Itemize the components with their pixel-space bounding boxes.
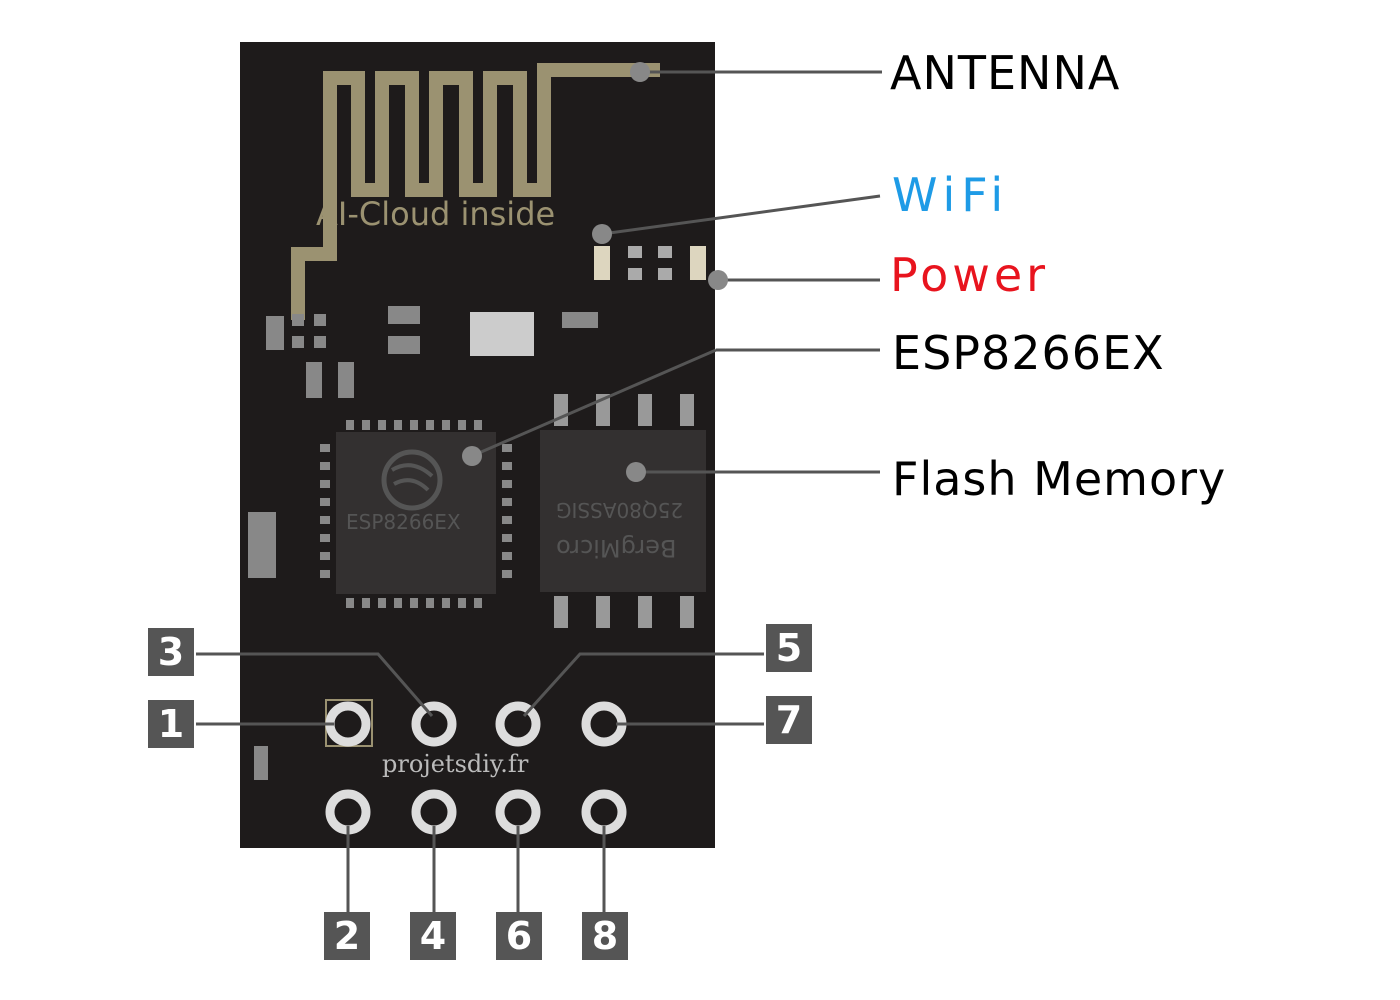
esp8266-chip [320,420,512,608]
flash-memory-label: Flash Memory [892,452,1227,506]
pin-hole-5 [495,701,541,747]
status-leds [594,246,706,280]
antenna-label: ANTENNA [890,46,1121,100]
pin-label-1: 1 [148,700,194,748]
pin-hole-6 [495,789,541,835]
chip-leader [471,348,717,458]
antenna-trace [291,63,660,318]
pin-label-6: 6 [496,912,542,960]
leader-dots [462,62,728,482]
pin-label-3: 3 [148,628,194,676]
flash-marking-1: BergMicro [556,534,677,562]
pin-label-7: 7 [766,696,812,744]
pin-hole-2 [325,789,371,835]
pin-hole-3 [411,701,457,747]
espressif-logo-icon [381,449,443,511]
pin-label-4: 4 [410,912,456,960]
flash-chip [540,394,706,628]
pin-leaders [196,652,764,912]
pin-header [325,699,627,835]
flash-marking-2: 25Q80ASSIG [556,498,684,522]
pin-hole-1 [325,701,371,747]
pin-hole-8 [581,789,627,835]
pin-hole-4 [411,789,457,835]
site-label: projetsdiy.fr [382,750,529,778]
esp8266ex-label: ESP8266EX [892,326,1165,380]
leader-lines [471,70,882,474]
wifi-label: WiFi [892,168,1010,222]
pin-label-5: 5 [766,624,812,672]
pin-label-8: 8 [582,912,628,960]
silkscreen-label: AI-Cloud inside [316,195,556,233]
smd-components [248,306,598,780]
chip-marking: ESP8266EX [346,510,461,534]
wifi-leader [601,194,881,236]
power-label: Power [890,248,1050,302]
pin-label-2: 2 [324,912,370,960]
